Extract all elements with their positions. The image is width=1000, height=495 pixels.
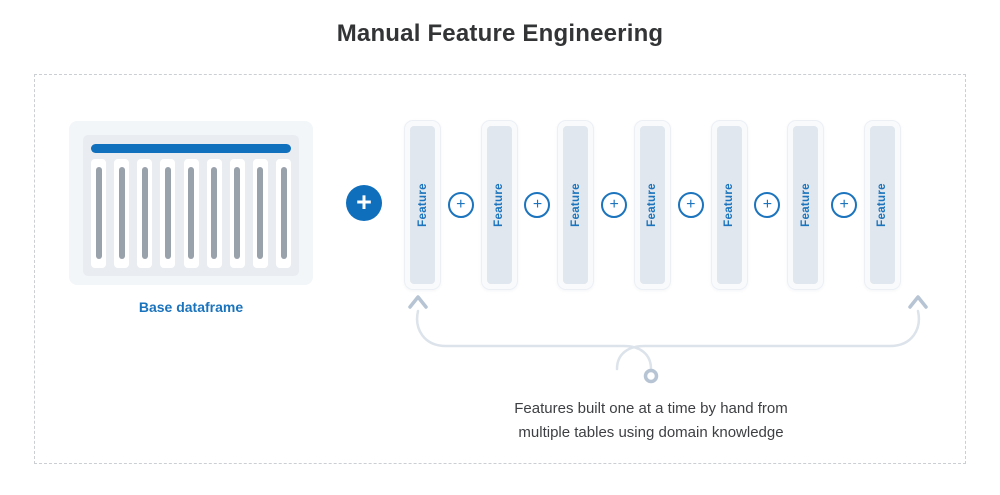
feature-column-bar bbox=[639, 126, 665, 284]
dataframe-column-bar bbox=[164, 167, 171, 259]
feature-column-bar bbox=[869, 126, 895, 284]
dataframe-column bbox=[183, 159, 199, 268]
feature-column-bar bbox=[716, 126, 742, 284]
feature-column-bar bbox=[486, 126, 512, 284]
dataframe-columns bbox=[91, 159, 291, 268]
plus-icon: + bbox=[831, 192, 858, 218]
dataframe-column-bar bbox=[257, 167, 264, 259]
dataframe-column-bar bbox=[234, 167, 241, 259]
caption-line-2: multiple tables using domain knowledge bbox=[518, 424, 784, 441]
arrow-up-icon bbox=[908, 295, 928, 309]
dataframe-column bbox=[206, 159, 222, 268]
dataframe-column-bar bbox=[280, 167, 287, 259]
feature-column-bar bbox=[410, 126, 435, 284]
feature-column: Feature bbox=[557, 120, 595, 290]
arrow-up-icon bbox=[408, 295, 428, 309]
dataframe-column bbox=[276, 159, 291, 268]
feature-column-label: Feature bbox=[723, 183, 736, 227]
features-row: Feature + Feature + Feature + Feature + Feature +… bbox=[404, 119, 901, 291]
curly-brace-pointer bbox=[408, 295, 928, 384]
base-dataframe-graphic bbox=[69, 121, 313, 285]
dataframe-column-bar bbox=[95, 167, 102, 259]
diagram-container: Base dataframe + Feature+Feature+Feature… bbox=[34, 74, 966, 464]
page-title: Manual Feature Engineering bbox=[336, 20, 664, 47]
feature-column-bar bbox=[793, 126, 819, 284]
feature-column-label: Feature bbox=[799, 183, 812, 227]
plus-icon: + bbox=[677, 192, 704, 218]
dataframe-column-bar bbox=[211, 167, 218, 259]
caption-text: Features built one at a time by hand fro… bbox=[401, 397, 901, 445]
plus-icon: + bbox=[447, 192, 474, 218]
dataframe-column-bar bbox=[118, 167, 125, 259]
dataframe-column bbox=[114, 159, 130, 268]
feature-column: Feature bbox=[480, 120, 518, 290]
base-dataframe-label: Base dataframe bbox=[138, 299, 244, 315]
feature-column: Feature bbox=[633, 120, 671, 290]
feature-column-label: Feature bbox=[876, 183, 889, 227]
plus-icon: + bbox=[346, 185, 382, 221]
feature-column: Feature bbox=[787, 120, 825, 290]
feature-column: Feature bbox=[404, 120, 441, 290]
feature-column-label: Feature bbox=[569, 183, 582, 227]
dataframe-column-bar bbox=[141, 167, 148, 259]
dataframe-column bbox=[252, 159, 268, 268]
dataframe-column bbox=[229, 159, 245, 268]
dataframe-column bbox=[137, 159, 153, 268]
feature-column-bar bbox=[563, 126, 589, 284]
dataframe-column-bar bbox=[188, 167, 194, 259]
dataframe-column bbox=[91, 159, 106, 268]
feature-column: Feature bbox=[863, 120, 901, 290]
feature-column: Feature bbox=[710, 120, 748, 290]
caption-line-1: Features built one at a time by hand fro… bbox=[514, 400, 788, 417]
plus-icon: + bbox=[601, 192, 628, 218]
plus-icon: + bbox=[524, 192, 551, 218]
dataframe-header-bar bbox=[91, 144, 291, 153]
plus-icon: + bbox=[754, 192, 781, 218]
feature-column-label: Feature bbox=[416, 183, 429, 227]
feature-column-label: Feature bbox=[493, 183, 506, 227]
feature-column-label: Feature bbox=[646, 183, 659, 227]
dataframe-column bbox=[160, 159, 176, 268]
base-dataframe-table bbox=[83, 135, 299, 276]
brace-endpoint-ring bbox=[643, 368, 659, 384]
